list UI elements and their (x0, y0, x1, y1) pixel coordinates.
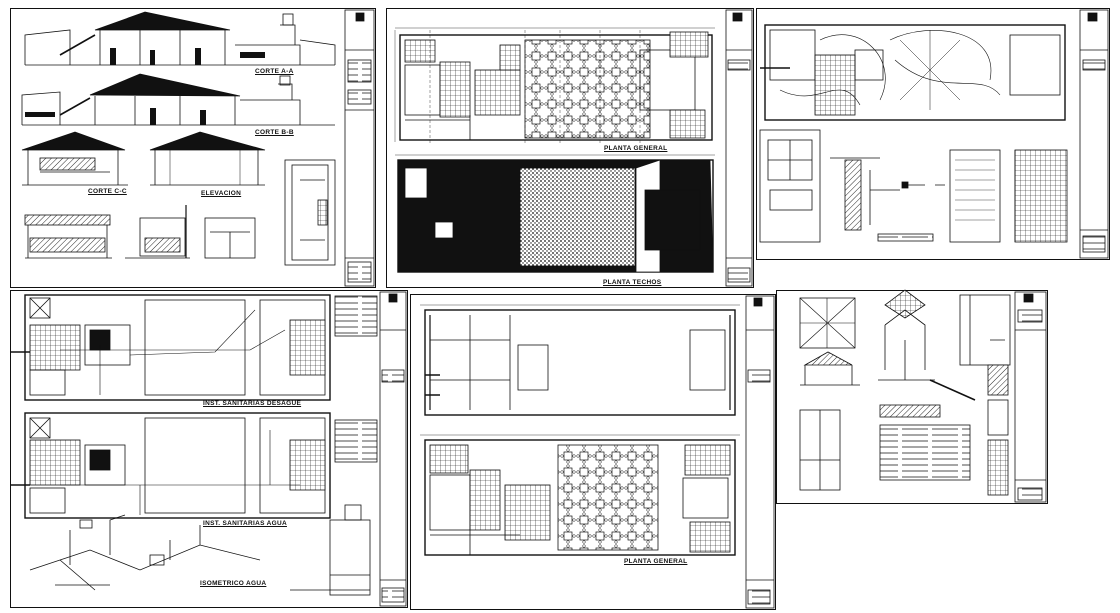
titleblock-sheet-3 (1079, 9, 1109, 259)
floor-plan-2-drawing (420, 434, 740, 556)
label-planta-techos: PLANTA TECHOS (603, 279, 662, 286)
structural-plan-drawing (420, 304, 740, 416)
label-corte-b-b: CORTE B-B (255, 129, 294, 136)
titleblock-sheet-2 (725, 9, 753, 287)
label-planta-general-2: PLANTA GENERAL (624, 558, 688, 565)
section-a-a-drawing (24, 11, 336, 66)
drainage-plan-drawing (10, 294, 331, 401)
section-c-c-drawing (21, 131, 128, 186)
side-section-drawing (284, 159, 336, 266)
pergola-detail-drawing (878, 289, 976, 401)
label-corte-a-a: CORTE A-A (255, 68, 294, 75)
wall-detail-drawing (799, 294, 1011, 496)
label-planta-general: PLANTA GENERAL (604, 145, 668, 152)
label-elevacion: ELEVACION (201, 190, 242, 197)
label-isometrico-agua: ISOMETRICO AGUA (200, 580, 267, 587)
roof-detail-drawing (799, 297, 860, 386)
section-b-b-drawing (21, 73, 335, 126)
label-corte-c-c: CORTE C-C (88, 188, 127, 195)
electrical-details-drawing (759, 129, 1068, 243)
titleblock-sheet-5 (745, 295, 775, 609)
elevation-drawing (149, 131, 266, 186)
isometric-water-drawing (29, 504, 371, 596)
titleblock-sheet-6 (1014, 291, 1047, 503)
titleblock-sheet-4 (379, 291, 407, 607)
electrical-plan-drawing (760, 24, 1066, 121)
railing-detail-drawing (24, 205, 256, 259)
legend-sanitary (334, 295, 378, 463)
floor-plan-drawing (394, 27, 715, 145)
label-inst-desague: INST. SANITARIAS DESAGUE (203, 400, 302, 407)
water-plan-drawing (10, 412, 331, 519)
titleblock-sheet-1 (344, 9, 375, 287)
roof-plan-drawing (395, 154, 715, 273)
label-inst-agua: INST. SANITARIAS AGUA (203, 520, 287, 527)
